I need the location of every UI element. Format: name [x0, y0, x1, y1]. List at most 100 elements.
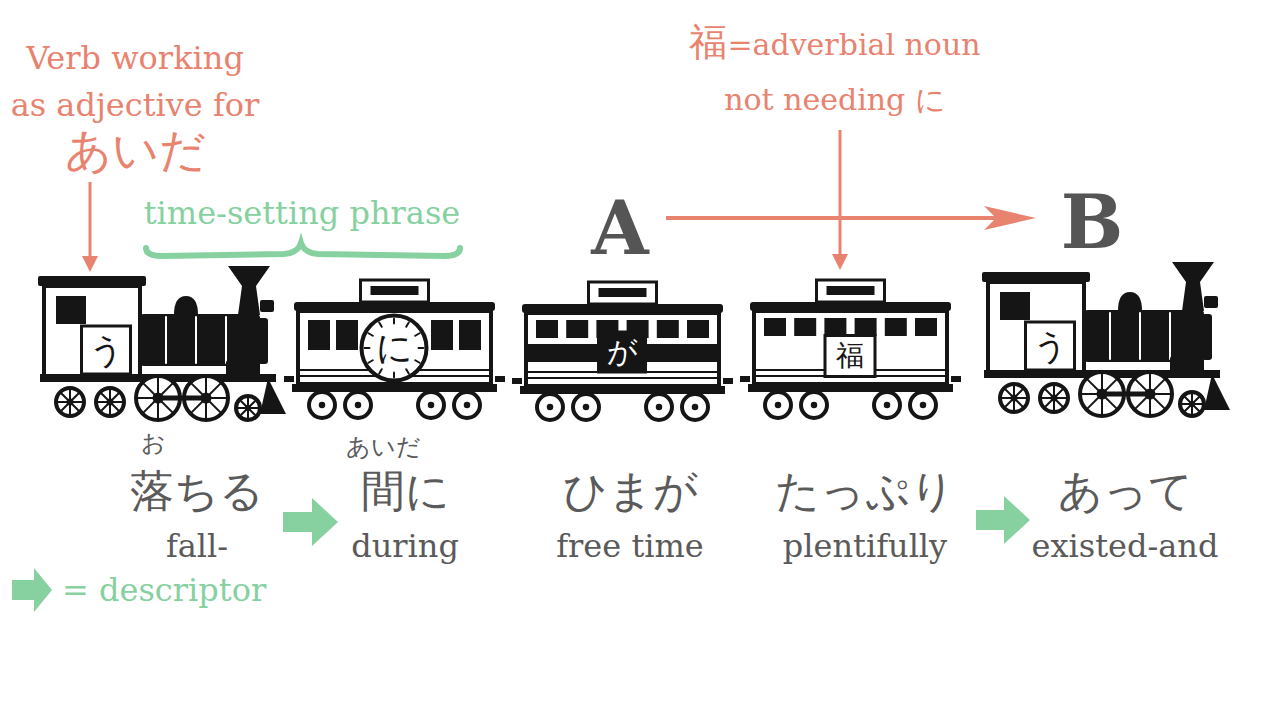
car-symbol: が: [607, 334, 638, 369]
boiler-band: [195, 317, 197, 363]
cab-window: [56, 296, 86, 324]
symbol-box: に: [376, 330, 413, 366]
car-symbol: う: [89, 330, 124, 370]
wheel-hub: [245, 405, 251, 411]
window: [308, 320, 330, 350]
annotation-word: あいだ: [65, 123, 206, 177]
name-plate: [597, 331, 647, 374]
wheel-hub: [920, 402, 927, 409]
clock-tick: [368, 333, 372, 336]
car-body: [526, 313, 719, 386]
clock-tick: [379, 369, 382, 373]
locomotive: う: [34, 262, 286, 422]
wheel-hub: [775, 402, 782, 409]
car-drawing: [740, 280, 961, 418]
legend-swatch: [10, 565, 54, 615]
symbol-box: が: [607, 337, 638, 367]
gloss: plentifully: [783, 527, 947, 565]
name-plate: [825, 336, 875, 377]
label-box: 間に: [361, 464, 450, 517]
label-box: time-setting phrase: [144, 194, 461, 232]
name-plate: [82, 326, 131, 374]
car-drawing: [982, 262, 1230, 416]
car-symbol: う: [1033, 326, 1068, 366]
car-drawing: [38, 266, 286, 420]
wheel: [96, 388, 124, 416]
coupler: [723, 378, 733, 384]
cab-window: [1000, 292, 1030, 320]
steam-dome: [1118, 292, 1142, 311]
legend-text: = descriptor: [62, 574, 266, 606]
car-outline: [34, 262, 286, 422]
arrowhead: [832, 254, 848, 270]
headlamp: [1204, 296, 1218, 308]
coupler: [512, 378, 522, 384]
window: [431, 320, 453, 350]
label-box: ひまが: [563, 464, 698, 517]
wheel: [1180, 392, 1204, 416]
clock-tick: [393, 319, 395, 324]
clock-face: [362, 316, 427, 381]
sign-car: 福: [748, 278, 953, 423]
japanese-word: たっぷり: [775, 465, 955, 516]
car-drawing: [512, 282, 733, 420]
marker-letter: B: [1061, 179, 1124, 265]
label-box: たっぷり: [775, 464, 955, 517]
clock-car: に: [292, 278, 497, 423]
label-box: existed-and: [1032, 527, 1219, 565]
label-box: あいだ: [65, 123, 206, 178]
symbol-box: 福: [836, 342, 864, 370]
arrowhead: [82, 256, 98, 272]
cupola-window: [827, 286, 875, 295]
wheel: [454, 392, 480, 418]
pilot: [260, 378, 286, 414]
furigana: お: [141, 429, 166, 457]
descriptor-arrow: [976, 496, 1030, 544]
window: [885, 318, 907, 336]
side-rod: [1102, 392, 1150, 397]
wheel: [1000, 384, 1028, 412]
phrase-note: time-setting phrase: [144, 194, 461, 232]
label-box: A: [591, 184, 648, 273]
boiler-band: [1169, 313, 1171, 359]
gloss: free time: [556, 527, 704, 565]
label-box: during: [351, 527, 459, 565]
clock-tick: [365, 347, 370, 349]
cab: [44, 286, 140, 378]
boiler-band: [165, 317, 167, 363]
cab: [988, 282, 1084, 374]
car-outline: [978, 258, 1230, 418]
gloss: fall-: [166, 527, 228, 565]
cylinder: [226, 360, 260, 378]
curly-brace: [146, 243, 460, 256]
label-box: Verb working as adjective for: [10, 35, 261, 129]
wheel: [765, 392, 791, 418]
name-plate: [1026, 322, 1075, 370]
window: [794, 318, 816, 336]
japanese-word: ひまが: [563, 465, 698, 516]
clock-tick: [379, 322, 382, 326]
boiler: [140, 314, 260, 366]
symbol-box: う: [1033, 329, 1068, 363]
window: [764, 318, 786, 336]
boiler: [1084, 310, 1204, 362]
wheel-hub: [67, 399, 74, 406]
label-box: free time: [556, 527, 704, 565]
clock-tick: [406, 322, 409, 326]
boiler-band: [1109, 313, 1111, 359]
car-body: [754, 311, 947, 384]
wheel: [56, 388, 84, 416]
clock-tick: [393, 373, 395, 378]
cupola-window: [599, 288, 647, 297]
leader-line: [89, 182, 92, 258]
side-rod: [158, 396, 206, 401]
wheel: [801, 392, 827, 418]
locomotive: う: [978, 258, 1230, 418]
symbol-box: う: [89, 333, 124, 367]
steam-dome: [174, 296, 198, 315]
wheel-hub: [547, 404, 554, 411]
smokebox-door: [1202, 314, 1212, 360]
car-body: [298, 311, 491, 384]
clock-tick: [406, 369, 409, 373]
legend-item: = descriptor: [10, 565, 266, 615]
